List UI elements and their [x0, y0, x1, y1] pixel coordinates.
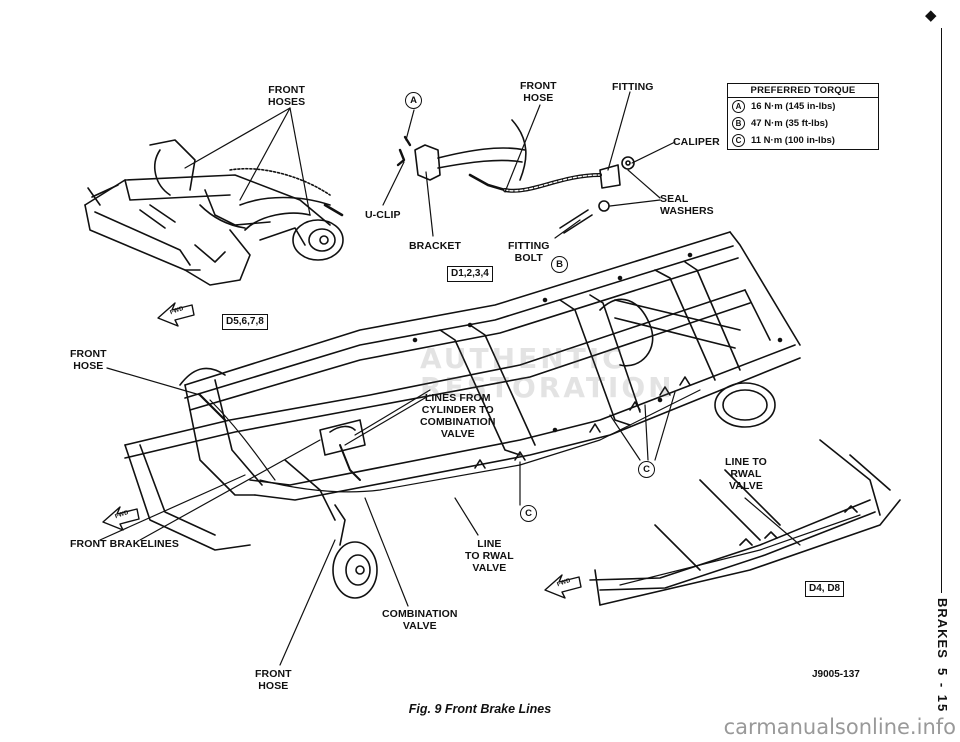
- label-front-hose-left: FRONT HOSE: [70, 348, 107, 372]
- callout-c-right: C: [638, 461, 655, 478]
- torque-value-a: 16 N·m (145 in-lbs): [751, 101, 836, 112]
- label-front-hoses: FRONT HOSES: [268, 84, 306, 108]
- torque-key-c: C: [732, 134, 745, 147]
- model-code-d1234: D1,2,3,4: [447, 266, 493, 282]
- torque-row-b: B 47 N·m (35 ft-lbs): [728, 115, 878, 132]
- page-number: 5 - 15: [935, 668, 950, 714]
- leaders-front-hoses: [184, 107, 311, 216]
- preferred-torque-table: PREFERRED TORQUE A 16 N·m (145 in-lbs) B…: [727, 83, 879, 150]
- model-code-d5678: D5,6,7,8: [222, 314, 268, 330]
- chapter-marker-icon: ◆: [925, 7, 937, 24]
- label-front-hose-top: FRONT HOSE: [520, 80, 557, 104]
- watermark-line1: AUTHENTIC: [420, 342, 626, 375]
- watermark-line2: RESTORATION: [420, 371, 675, 404]
- callout-a: A: [405, 92, 422, 109]
- chassis-frame: [124, 231, 801, 599]
- torque-value-b: 47 N·m (35 ft-lbs): [751, 118, 829, 129]
- rear-line-inset: [589, 439, 901, 606]
- fwd-arrows: [102, 302, 582, 599]
- chapter-title: BRAKES: [935, 598, 950, 659]
- label-front-brakelines: FRONT BRAKELINES: [70, 538, 179, 550]
- label-u-clip: U-CLIP: [365, 209, 401, 221]
- front-suspension-inset: [84, 139, 344, 286]
- leaders-top-detail: [382, 91, 676, 239]
- chapter-rule: [941, 28, 943, 593]
- site-footer: carmanualsonline.info: [723, 715, 956, 739]
- figure-code: J9005-137: [812, 669, 860, 680]
- watermark: AUTHENTIC RESTORATION: [340, 342, 675, 404]
- hose-detail: [396, 119, 635, 234]
- torque-table-title: PREFERRED TORQUE: [728, 84, 878, 98]
- torque-key-a: A: [732, 100, 745, 113]
- model-code-d4d8: D4, D8: [805, 581, 845, 597]
- label-lines-from-cylinder: LINES FROM CYLINDER TO COMBINATION VALVE: [420, 392, 496, 440]
- label-line-to-rwal-right: LINE TO RWAL VALVE: [725, 456, 767, 492]
- torque-key-b: B: [732, 117, 745, 130]
- torque-value-c: 11 N·m (100 in-lbs): [751, 135, 835, 146]
- label-line-to-rwal-center: LINE TO RWAL VALVE: [465, 538, 514, 574]
- leaders-main: [99, 367, 801, 666]
- label-caliper: CALIPER: [673, 136, 720, 148]
- label-fitting: FITTING: [612, 81, 654, 93]
- callout-c-center: C: [520, 505, 537, 522]
- label-seal-washers: SEAL WASHERS: [660, 193, 714, 217]
- label-fitting-bolt: FITTING BOLT: [508, 240, 550, 264]
- label-front-hose-bottom: FRONT HOSE: [255, 668, 292, 692]
- label-combination-valve: COMBINATION VALVE: [382, 608, 458, 632]
- torque-row-c: C 11 N·m (100 in-lbs): [728, 132, 878, 149]
- figure-caption: Fig. 9 Front Brake Lines: [408, 702, 552, 716]
- label-bracket: BRACKET: [409, 240, 462, 252]
- torque-row-a: A 16 N·m (145 in-lbs): [728, 98, 878, 115]
- callout-b: B: [551, 256, 568, 273]
